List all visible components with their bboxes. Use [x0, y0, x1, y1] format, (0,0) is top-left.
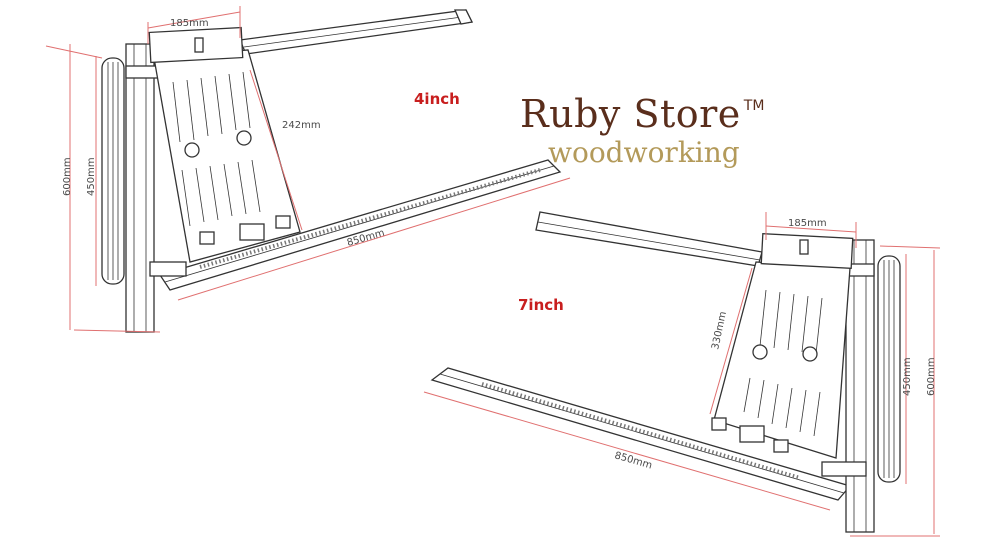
- dimension-lines-4inch: [45, 6, 571, 333]
- brand-tagline: woodworking: [548, 136, 740, 169]
- upper-rail: [535, 211, 763, 267]
- dim-7inch-rail-length: 850mm: [613, 450, 653, 471]
- base-plate: [711, 232, 854, 459]
- dim-4inch-top-width: 185mm: [170, 18, 209, 29]
- dim-4inch-plate-length: 242mm: [282, 120, 321, 131]
- dim-7inch-inner-length: 450mm: [902, 357, 913, 396]
- dim-7inch-outer-length: 600mm: [926, 357, 937, 396]
- base-plate: [148, 26, 301, 263]
- variant-label-7inch: 7inch: [518, 296, 564, 314]
- variant-label-4inch: 4inch: [414, 90, 460, 108]
- dim-7inch-top-width: 185mm: [788, 218, 827, 229]
- trademark-symbol: TM: [743, 98, 765, 114]
- router-sled-7inch: 185mm 330mm 850mm 600mm 450mm 7inch: [423, 211, 941, 537]
- dimension-lines-7inch: [423, 212, 941, 537]
- brand-name: Ruby Store: [520, 92, 741, 136]
- lower-rail: [158, 159, 562, 291]
- dim-7inch-plate-length: 330mm: [710, 311, 729, 351]
- dim-4inch-outer-length: 600mm: [62, 157, 73, 196]
- roller-cylinder: [877, 255, 901, 483]
- router-sled-4inch: 185mm 242mm 850mm 600mm 450mm 4inch: [45, 6, 571, 333]
- upper-rail: [239, 9, 473, 55]
- side-frame: [125, 43, 187, 333]
- dim-4inch-inner-length: 450mm: [86, 157, 97, 196]
- roller-cylinder: [101, 57, 125, 285]
